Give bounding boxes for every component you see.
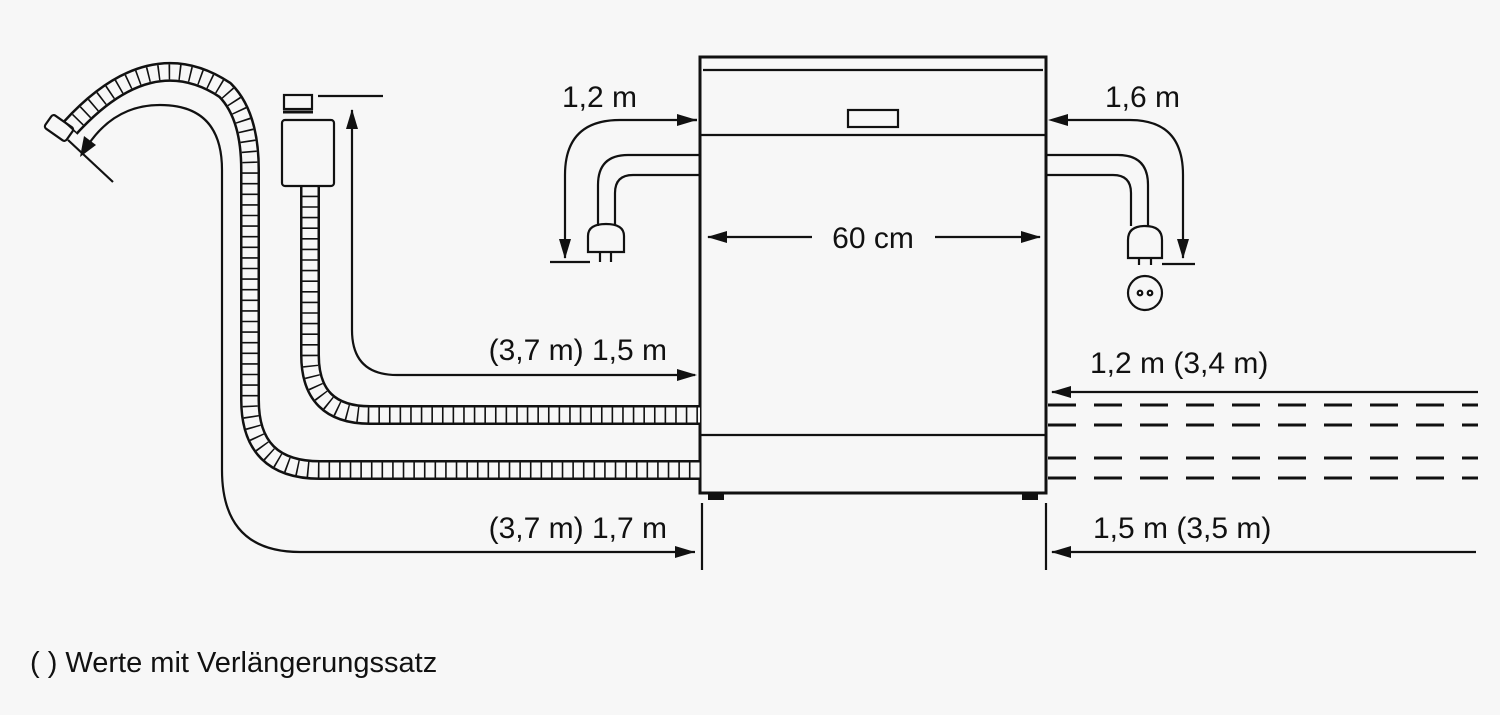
inlet-left-label: (3,7 m) 1,5 m: [489, 334, 667, 367]
socket-icon: [1126, 274, 1164, 312]
tap-connector: [282, 93, 314, 111]
dishwasher: [698, 55, 1048, 500]
foot-right: [1022, 493, 1038, 500]
plug-icon: [586, 222, 626, 254]
right-connections: 1,2 m (3,4 m) 1,5 m (3,5 m): [1048, 347, 1478, 558]
plug-icon: [1126, 224, 1164, 260]
cord-right-label: 1,6 m: [1105, 81, 1180, 114]
foot-left: [708, 493, 724, 500]
width-label: 60 cm: [832, 222, 914, 255]
power-cord-right: 1,6 m: [1046, 81, 1195, 312]
inlet-right-label: 1,2 m (3,4 m): [1090, 347, 1268, 380]
drain-right-label: 1,5 m (3,5 m): [1093, 512, 1271, 545]
drain-hose: (3,7 m) 1,7 m: [43, 61, 700, 558]
power-cord-left: 1,2 m: [550, 81, 700, 264]
inlet-hose: (3,7 m) 1,5 m: [280, 93, 700, 425]
aquastop-valve: [280, 118, 336, 188]
drain-left-label: (3,7 m) 1,7 m: [489, 512, 667, 545]
drain-hose-end: [43, 114, 75, 142]
display-panel: [846, 108, 900, 129]
cord-left-label: 1,2 m: [562, 81, 637, 114]
width-dimension: 60 cm: [707, 222, 1041, 255]
footnote: ( ) Werte mit Verlängerungssatz: [30, 647, 437, 679]
